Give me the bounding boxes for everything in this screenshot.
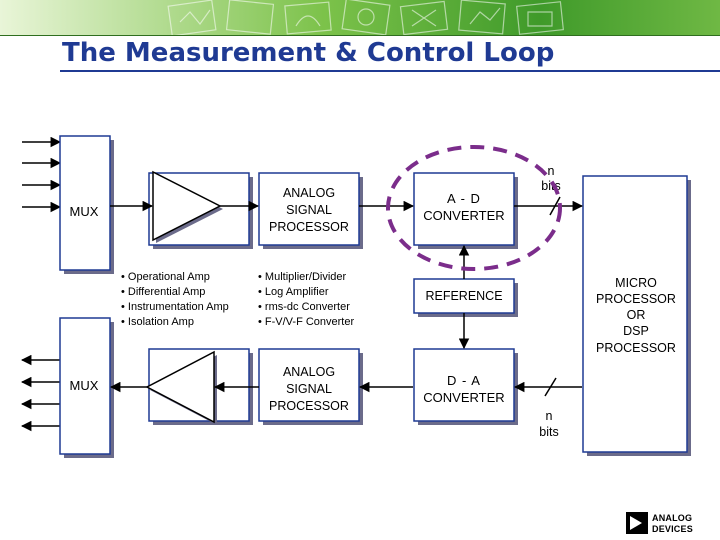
mux-bottom-label: MUX <box>70 378 99 393</box>
banner-tiles <box>167 0 565 36</box>
mux-top-block: MUX <box>59 135 114 274</box>
asp-top-line3: PROCESSOR <box>269 220 349 234</box>
adc-line2: CONVERTER <box>423 208 504 223</box>
amp-list-item: • Isolation Amp <box>121 316 194 328</box>
adc-block: A - D CONVERTER <box>413 172 518 249</box>
func-list-item: • F-V/V-F Converter <box>258 316 354 328</box>
asp-bottom-line2: SIGNAL <box>286 382 332 396</box>
asp-bottom-block: ANALOG SIGNAL PROCESSOR <box>258 348 363 425</box>
mux-bottom-block: MUX <box>59 317 114 458</box>
bits-bottom-label: bits <box>539 425 558 439</box>
amplifier-type-list: • Operational Amp • Differential Amp • I… <box>121 271 229 328</box>
func-list-item: • Multiplier/Divider <box>258 271 347 283</box>
logo-word-1: ANALOG <box>652 513 693 523</box>
page-title: The Measurement & Control Loop <box>62 38 555 68</box>
micro-line3: OR <box>627 308 646 322</box>
reference-block: REFERENCE <box>413 278 518 317</box>
func-list-item: • rms-dc Converter <box>258 301 350 313</box>
micro-line2: PROCESSOR <box>596 292 676 306</box>
bus-slashes <box>544 196 561 397</box>
analog-devices-logo: ANALOG DEVICES <box>626 512 706 536</box>
amp-list-item: • Operational Amp <box>121 271 210 283</box>
micro-line5: PROCESSOR <box>596 341 676 355</box>
amplifier-top-block <box>148 170 253 249</box>
mux-bottom-outputs <box>20 354 60 432</box>
bits-bottom-n: n <box>546 409 553 423</box>
header-banner <box>0 0 720 36</box>
asp-bottom-line3: PROCESSOR <box>269 399 349 413</box>
reference-label: REFERENCE <box>425 289 502 303</box>
amp-list-item: • Differential Amp <box>121 286 205 298</box>
mux-top-label: MUX <box>70 204 99 219</box>
asp-top-block: ANALOG SIGNAL PROCESSOR <box>258 172 363 249</box>
logo-word-2: DEVICES <box>652 524 693 534</box>
processor-function-list: • Multiplier/Divider • Log Amplifier • r… <box>258 271 354 328</box>
asp-bottom-line1: ANALOG <box>283 365 335 379</box>
adc-line1: A - D <box>447 191 481 206</box>
asp-top-line2: SIGNAL <box>286 203 332 217</box>
adc-highlight-ellipse <box>386 145 562 271</box>
dac-block: D - A CONVERTER <box>413 348 518 425</box>
microprocessor-block: MICRO PROCESSOR OR DSP PROCESSOR <box>582 175 691 456</box>
logo-triangle-icon <box>626 512 648 534</box>
mux-top-inputs <box>22 136 62 213</box>
title-rule <box>60 70 720 72</box>
amp-list-item: • Instrumentation Amp <box>121 301 229 313</box>
signal-flow-arrows <box>109 200 584 393</box>
asp-top-line1: ANALOG <box>283 186 335 200</box>
func-list-item: • Log Amplifier <box>258 286 329 298</box>
micro-line1: MICRO <box>615 276 657 290</box>
dac-line2: CONVERTER <box>423 390 504 405</box>
micro-line4: DSP <box>623 324 649 338</box>
bits-top-n: n <box>548 164 555 178</box>
dac-line1: D - A <box>447 373 481 388</box>
amplifier-bottom-block <box>145 348 253 425</box>
